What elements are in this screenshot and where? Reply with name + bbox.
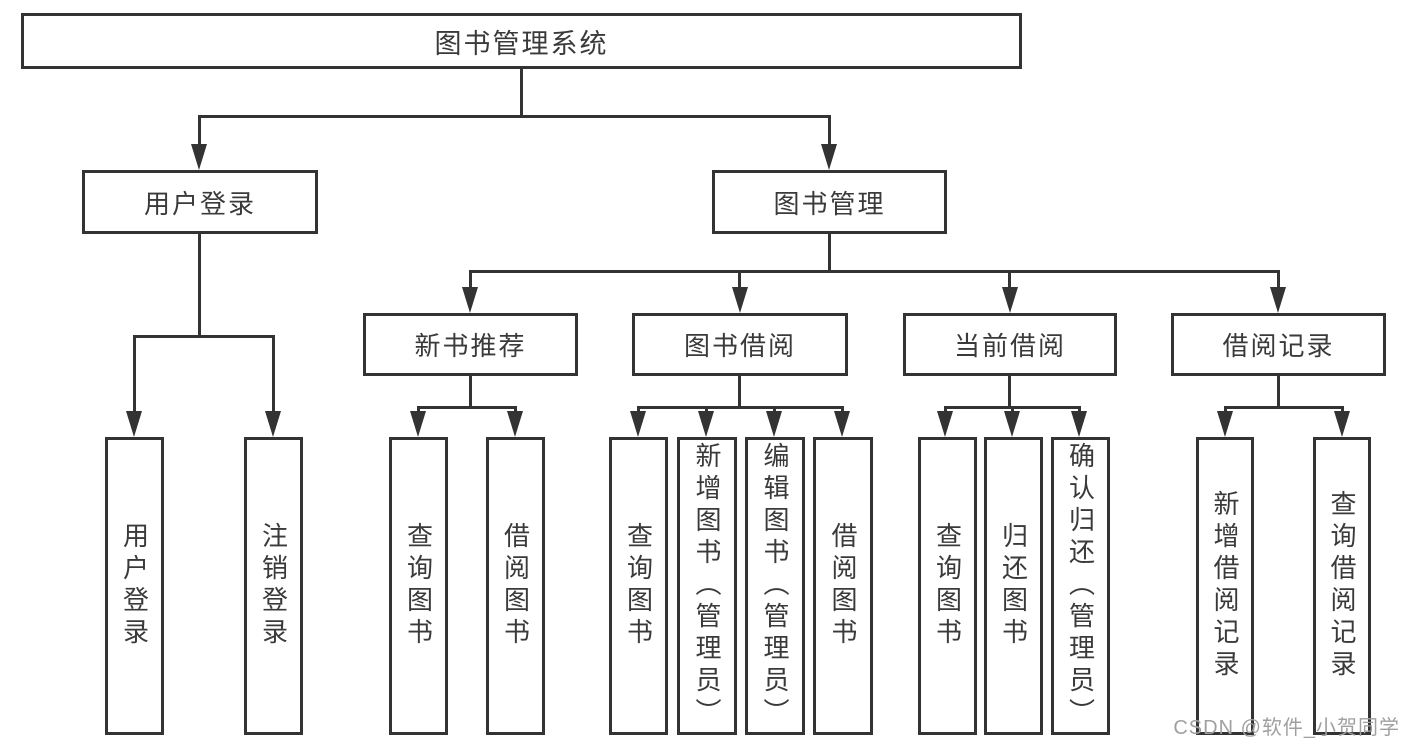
connector-line	[1008, 270, 1011, 290]
connector-line	[520, 69, 523, 118]
connector-line	[272, 335, 275, 415]
arrow-down-icon	[1270, 287, 1286, 313]
branch-box-user-login: 用户登录	[82, 170, 318, 234]
branch-box-book-management: 图书管理	[712, 170, 947, 234]
connector-line	[198, 115, 831, 118]
connector-line	[1277, 376, 1280, 408]
connector-line	[469, 376, 472, 408]
node-box-new-book-recommend: 新书推荐	[363, 313, 578, 376]
connector-line	[469, 270, 1280, 273]
arrow-down-icon	[1334, 411, 1350, 437]
connector-line	[738, 376, 741, 408]
connector-line	[133, 335, 275, 338]
arrow-down-icon	[630, 411, 646, 437]
arrow-down-icon	[1217, 411, 1233, 437]
leaf-box-borrow-books: 借阅图书	[813, 437, 873, 735]
connector-line	[1008, 376, 1011, 408]
connector-line	[1224, 406, 1344, 409]
leaf-box-query-books-recommend: 查询图书	[389, 437, 448, 735]
connector-line	[469, 270, 472, 290]
node-box-book-borrow: 图书借阅	[632, 313, 848, 376]
connector-line	[738, 270, 741, 290]
arrow-down-icon	[462, 287, 478, 313]
leaf-box-add-borrow-record: 新增借阅记录	[1196, 437, 1254, 735]
connector-line	[198, 115, 201, 149]
leaf-box-confirm-return-admin: 确认归还（管理员）	[1051, 437, 1110, 735]
leaf-box-query-books-borrow: 查询图书	[609, 437, 668, 735]
leaf-box-query-books-current: 查询图书	[918, 437, 977, 735]
watermark-text: CSDN @软件_小贺同学	[1173, 717, 1400, 739]
connector-line	[417, 406, 517, 409]
leaf-box-edit-book-admin: 编辑图书（管理员）	[745, 437, 805, 735]
arrow-down-icon	[834, 411, 850, 437]
arrow-down-icon	[191, 144, 207, 170]
arrow-down-icon	[507, 411, 523, 437]
leaf-box-borrow-books-recommend: 借阅图书	[486, 437, 545, 735]
connector-line	[637, 406, 844, 409]
connector-line	[198, 234, 201, 338]
arrow-down-icon	[821, 144, 837, 170]
arrow-down-icon	[766, 411, 782, 437]
arrow-down-icon	[1002, 287, 1018, 313]
connector-line	[828, 234, 831, 272]
arrow-down-icon	[732, 287, 748, 313]
leaf-box-user-login: 用户登录	[105, 437, 164, 735]
connector-line	[828, 115, 831, 149]
arrow-down-icon	[410, 411, 426, 437]
arrow-down-icon	[1004, 411, 1020, 437]
leaf-box-logout: 注销登录	[244, 437, 303, 735]
arrow-down-icon	[265, 411, 281, 437]
root-box-system: 图书管理系统	[21, 13, 1022, 69]
connector-line	[1277, 270, 1280, 290]
leaf-box-return-book: 归还图书	[984, 437, 1043, 735]
connector-line	[133, 335, 136, 415]
leaf-box-add-book-admin: 新增图书（管理员）	[677, 437, 737, 735]
arrow-down-icon	[1071, 411, 1087, 437]
node-box-borrow-records: 借阅记录	[1171, 313, 1386, 376]
node-box-current-borrow: 当前借阅	[903, 313, 1117, 376]
arrow-down-icon	[126, 411, 142, 437]
arrow-down-icon	[937, 411, 953, 437]
leaf-box-query-borrow-record: 查询借阅记录	[1313, 437, 1371, 735]
arrow-down-icon	[698, 411, 714, 437]
